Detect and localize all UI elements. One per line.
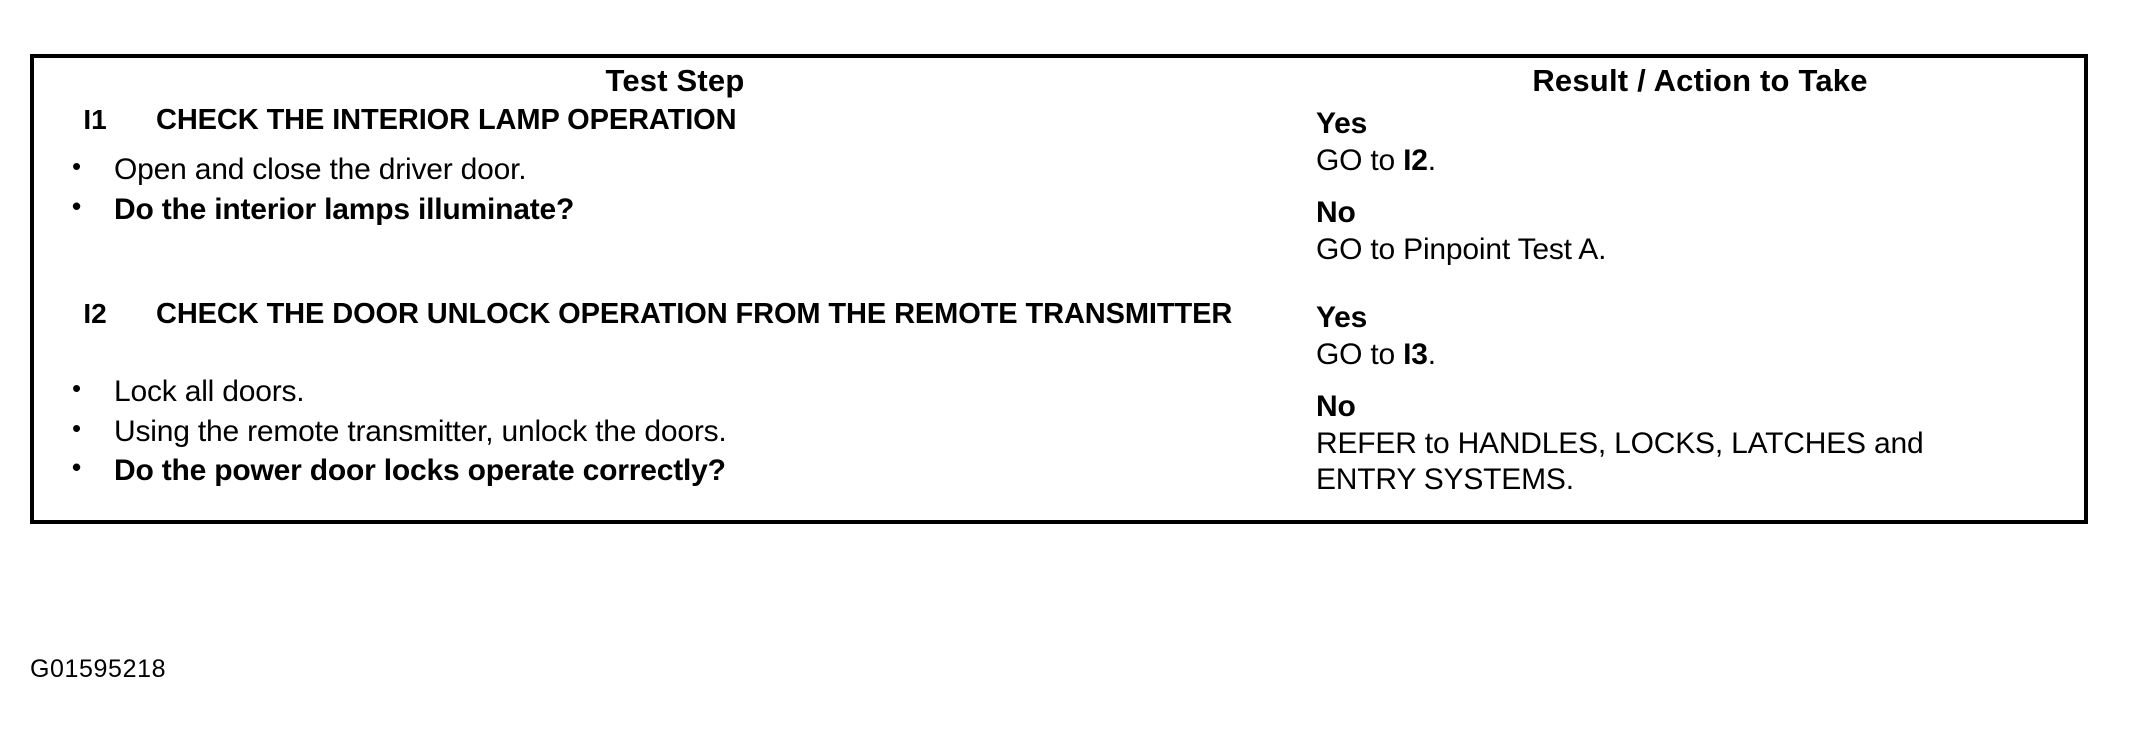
table-row: Lock all doors. Using the remote transmi…	[32, 371, 2086, 522]
list-item: Open and close the driver door.	[34, 149, 1316, 190]
result-cell-1: Yes GO to I2. No GO to Pinpoint Test A.	[1316, 104, 2086, 298]
result-label-yes-2: Yes	[1316, 301, 1368, 334]
step-body-1: Open and close the driver door. Do the i…	[32, 149, 1316, 298]
result-action-no-1: GO to Pinpoint Test A.	[1316, 232, 1607, 266]
list-item: Do the interior lamps illuminate?	[34, 189, 1316, 230]
result-action-yes-1-prefix: GO to	[1316, 143, 1404, 177]
result-label-yes-1: Yes	[1316, 107, 1368, 140]
result-action-yes-1: GO to I2.	[1316, 143, 2084, 180]
result-action-yes-1-ref: I2	[1403, 143, 1428, 177]
list-item: Lock all doors.	[34, 371, 1316, 412]
list-item: Using the remote transmitter, unlock the…	[34, 411, 1316, 452]
step-body-2: Lock all doors. Using the remote transmi…	[32, 371, 1316, 522]
list-item: Do the power door locks operate correctl…	[34, 450, 1316, 491]
step-title-1: CHECK THE INTERIOR LAMP OPERATION	[156, 104, 1316, 150]
table-row: Open and close the driver door. Do the i…	[32, 149, 2086, 298]
result-label-no-1: No	[1316, 196, 1356, 230]
table-header-row: Test Step Result / Action to Take	[32, 56, 2086, 104]
result-action-yes-2-prefix: GO to	[1316, 337, 1404, 371]
step-number-2: I2	[32, 298, 156, 372]
result-action-yes-1-suffix: .	[1427, 143, 1436, 177]
result-action-yes-2-suffix: .	[1427, 337, 1436, 371]
result-action-yes-2-ref: I3	[1403, 337, 1428, 371]
table-row: I1 CHECK THE INTERIOR LAMP OPERATION Yes…	[32, 104, 2086, 298]
result-action-yes-2: GO to I3.	[1316, 337, 2084, 374]
column-header-test-step: Test Step	[32, 56, 1316, 104]
result-action-no-2: REFER to HANDLES, LOCKS, LATCHES and ENT…	[1316, 426, 1924, 497]
table-row: I2 CHECK THE DOOR UNLOCK OPERATION FROM …	[32, 298, 2086, 522]
step-bullet-list-2: Lock all doors. Using the remote transmi…	[34, 371, 1316, 491]
step-title-2: CHECK THE DOOR UNLOCK OPERATION FROM THE…	[156, 298, 1316, 372]
column-header-result-action: Result / Action to Take	[1316, 56, 2086, 104]
result-label-no-2: No	[1316, 390, 1356, 424]
result-cell-2: Yes GO to I3. No REFER to HANDLES, LOCKS…	[1316, 298, 2086, 522]
step-bullet-list-1: Open and close the driver door. Do the i…	[34, 149, 1316, 230]
step-number-1: I1	[32, 104, 156, 150]
pinpoint-test-table: Test Step Result / Action to Take I1 CHE…	[30, 54, 2088, 524]
figure-id-label: G01595218	[30, 655, 167, 683]
